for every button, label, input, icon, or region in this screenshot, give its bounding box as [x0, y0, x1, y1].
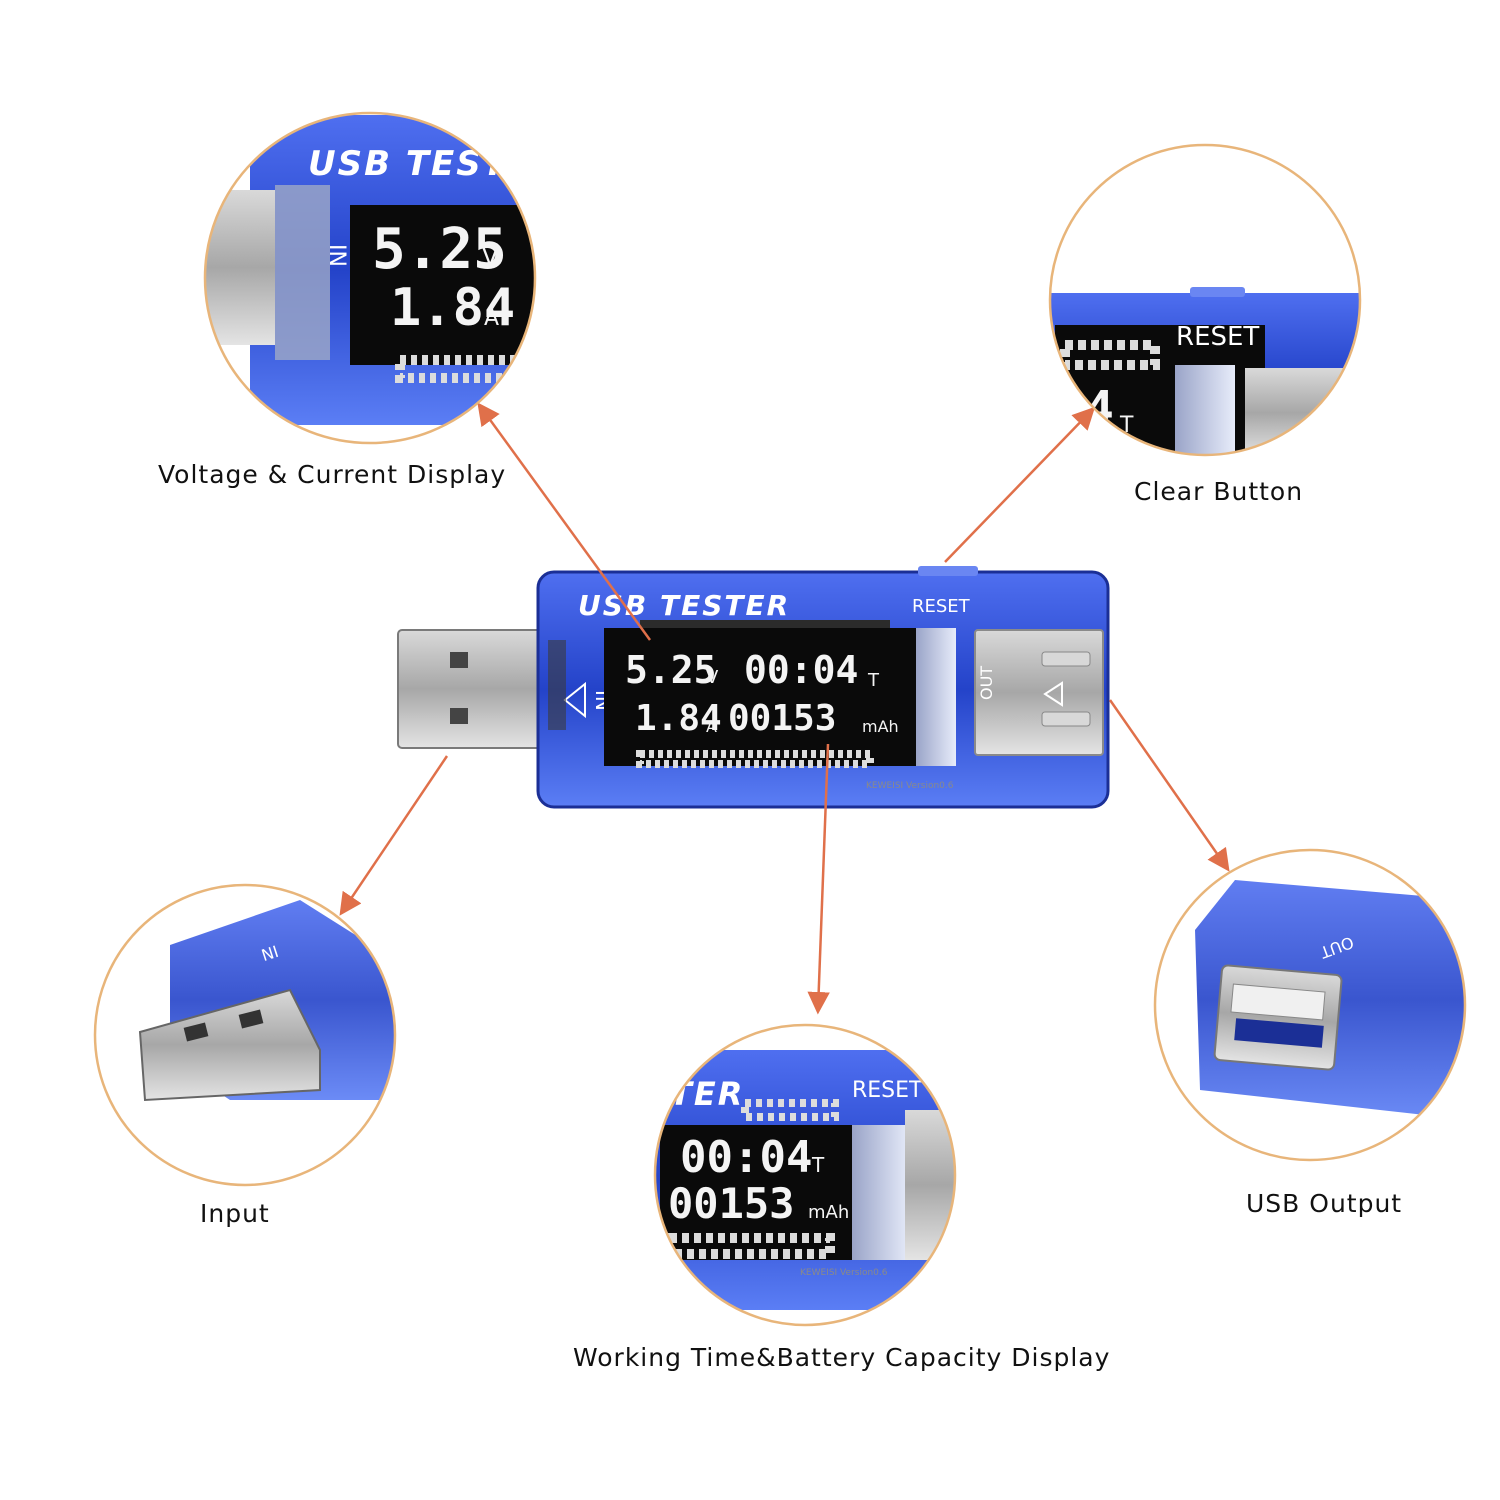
lcd-pins-top: [640, 620, 890, 628]
usb-out-port: OUT: [974, 629, 1104, 756]
zoom5-time: 00:04: [680, 1132, 812, 1183]
callout-arrows: [339, 402, 1230, 1015]
voltage-unit: V: [706, 667, 719, 688]
zoom-input: IN: [93, 883, 397, 1187]
zoom5-brand-fragment: TER: [670, 1075, 744, 1113]
capacity-unit: mAh: [862, 717, 899, 736]
arrow-time-capacity: [807, 743, 830, 1015]
zoom2-circle: [1048, 143, 1362, 457]
zoom1-current-unit: A: [484, 306, 499, 331]
zoom4-circle: [1153, 848, 1467, 1162]
zoom1-brand: USB TESTER: [308, 144, 561, 184]
label-input: Input: [200, 1199, 270, 1228]
arrow-voltage-current: [477, 402, 652, 641]
zoom-clear-button: RESET 4 T: [1048, 143, 1362, 457]
current-readout: 1.84: [635, 698, 722, 739]
zoom3-in-label: IN: [259, 941, 281, 964]
arrow-input: [339, 755, 449, 916]
zoom-time-capacity: TER RESET 00:04 T 00153 mAh KEWEISI Vers…: [653, 1023, 957, 1327]
zoom1-in-label: IN: [324, 244, 349, 267]
zoom3-circle: [93, 883, 397, 1187]
time-unit: T: [867, 670, 880, 691]
voltage-readout: 5.25: [625, 648, 717, 692]
in-arrow-icon: [563, 681, 586, 719]
zoom2-time-digit: 4: [1085, 381, 1114, 437]
lcd-pins-bottom: [636, 750, 874, 768]
zoom5-capacity-unit: mAh: [808, 1202, 849, 1223]
zoom5-version: KEWEISI Version0.6: [800, 1268, 888, 1278]
reset-label: RESET: [912, 596, 971, 617]
label-voltage-current: Voltage & Current Display: [158, 460, 506, 489]
zoom2-reset-label: RESET: [1176, 322, 1259, 352]
label-time-capacity: Working Time&Battery Capacity Display: [573, 1343, 1110, 1372]
reset-button-cap[interactable]: [918, 566, 978, 576]
zoom1-voltage-unit: V: [482, 243, 499, 271]
usb-a-plug: [397, 629, 549, 749]
zoom1-circle: [203, 111, 537, 445]
arrow-output: [1108, 699, 1230, 872]
zoom5-circle: [653, 1023, 957, 1327]
label-clear-button: Clear Button: [1134, 477, 1303, 506]
out-label: OUT: [977, 666, 996, 700]
zoom-voltage-current: USB TESTER 5.25 V 1.84 A IN: [203, 111, 561, 445]
current-unit: A: [706, 717, 717, 736]
arrow-clear: [944, 406, 1096, 563]
version-text: KEWEISI Version0.6: [866, 781, 954, 791]
brand-text: USB TESTER: [578, 589, 790, 622]
time-readout: 00:04: [744, 648, 858, 692]
lcd-screen: [604, 628, 916, 766]
zoom-usb-output: OUT: [1153, 848, 1467, 1162]
zoom5-reset-label: RESET: [852, 1078, 923, 1103]
zoom1-voltage: 5.25: [372, 217, 507, 282]
zoom5-time-unit: T: [811, 1153, 825, 1177]
label-usb-output: USB Output: [1246, 1189, 1402, 1218]
zoom5-capacity: 00153: [668, 1179, 794, 1228]
zoom1-current: 1.84: [390, 278, 515, 338]
out-arrow-icon: [1043, 681, 1063, 707]
lcd-edge: [916, 628, 956, 766]
capacity-readout: 00153: [728, 698, 836, 739]
main-device: IN USB TESTER RESET 5.25 V 00:04 T 1.84 …: [397, 566, 1110, 809]
